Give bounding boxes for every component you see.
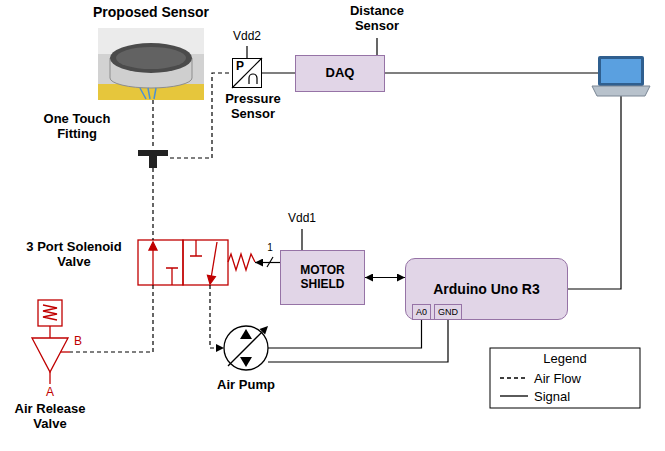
sensor-photo-art xyxy=(98,28,204,100)
motor-shield: MOTOR SHIELD xyxy=(280,250,365,305)
node-text: Arduino Uno R3 xyxy=(433,281,540,297)
legend-item: Signal xyxy=(500,388,570,404)
legend-title: Legend xyxy=(490,352,640,367)
air-flow-line xyxy=(152,168,153,240)
daq-laptop-wire xyxy=(385,72,598,73)
release-stem xyxy=(49,326,50,338)
pump-triangle xyxy=(240,357,252,367)
sensor-name: Distance Sensor xyxy=(335,4,419,34)
laptop-base xyxy=(592,86,650,96)
sensor-photo: Proposed Sensor xyxy=(98,28,204,100)
release-spring-box xyxy=(38,300,62,326)
laptop-screen xyxy=(601,59,641,83)
valve-envelope xyxy=(138,240,183,285)
air-pump-symbol xyxy=(224,326,268,370)
signal-line xyxy=(255,262,280,263)
node-text: A0 xyxy=(416,307,427,317)
air-flow-line xyxy=(170,73,232,158)
sensor-diagonal xyxy=(232,58,262,88)
sensor-top xyxy=(110,43,192,73)
air-release-valve: Air Release Valve xyxy=(30,300,70,384)
node-label: Proposed Sensor xyxy=(78,4,224,20)
supply-voltage: Vdd2 xyxy=(227,30,267,44)
signal-line xyxy=(268,320,422,348)
pin-box: GND xyxy=(434,304,462,320)
arduino-board: Arduino Uno R3 A0 GND xyxy=(405,258,568,320)
signal-line xyxy=(365,277,405,278)
release-body xyxy=(32,338,68,372)
connectors xyxy=(70,73,448,362)
laptop-arduino-wire xyxy=(568,96,621,289)
air-flow-line xyxy=(210,285,224,348)
pump-triangle xyxy=(240,329,252,339)
port-letter: A xyxy=(44,386,56,400)
daq-box: DAQ xyxy=(295,55,385,92)
valve-arrowhead xyxy=(208,275,216,284)
pressure-sensor: PPressure Sensor xyxy=(232,58,262,88)
valve-blocked-port xyxy=(190,240,202,256)
legend-line xyxy=(500,395,528,396)
sensor-cables xyxy=(140,88,156,99)
node-label: Air Pump xyxy=(206,378,286,393)
wire-count: 1 xyxy=(263,242,277,254)
valve-spring xyxy=(228,254,255,270)
vdd1-wire xyxy=(301,229,302,250)
legend-sample xyxy=(500,373,528,383)
legend-text: Signal xyxy=(534,389,570,404)
release-port-a xyxy=(49,372,50,384)
air-flow-line xyxy=(70,285,153,352)
node-text: GND xyxy=(438,307,458,317)
legend-text: Air Flow xyxy=(534,371,581,386)
laptop-icon xyxy=(592,56,650,96)
photo-ground xyxy=(98,28,204,100)
pin-box: A0 xyxy=(412,304,431,320)
node-label: Pressure Sensor xyxy=(215,92,291,122)
valve-envelope xyxy=(183,240,228,285)
one-touch-fitting: One Touch Fitting xyxy=(136,148,170,168)
legend-sample xyxy=(500,391,528,401)
valve-arrowhead xyxy=(149,242,157,250)
node-text: DAQ xyxy=(326,66,355,81)
pump-body xyxy=(224,326,268,370)
pump-arrowhead xyxy=(260,326,269,335)
air-flow-line xyxy=(152,100,153,148)
signal-line xyxy=(268,320,448,362)
node-text: P xyxy=(236,60,244,74)
legend-line xyxy=(500,377,528,378)
node-label: 3 Port Solenoid Valve xyxy=(18,240,130,270)
legend-box xyxy=(490,348,640,408)
valve-flow-arrow xyxy=(211,242,217,276)
node-label: Air Release Valve xyxy=(5,402,95,432)
air-pump: Air Pump xyxy=(224,326,268,370)
supply-voltage: Vdd1 xyxy=(282,212,322,226)
node-label: One Touch Fitting xyxy=(24,112,130,142)
fitting-symbol xyxy=(138,150,168,168)
pressure-sensor-symbol xyxy=(232,58,262,88)
laptop-lid xyxy=(598,56,644,86)
valve-blocked-port xyxy=(166,268,178,285)
vdd2-wire xyxy=(246,46,247,58)
distance-wire xyxy=(376,38,377,55)
fitting-stem xyxy=(149,150,157,168)
signal-line xyxy=(262,72,295,73)
valve-flow-arrow xyxy=(152,248,153,285)
solenoid-valve: 3 Port Solenoid Valve xyxy=(138,240,255,285)
port-letter: B xyxy=(72,335,84,349)
node-text: MOTOR SHIELD xyxy=(288,264,358,292)
sensor-arch xyxy=(249,74,257,84)
release-valve-symbol xyxy=(32,300,70,384)
release-spring xyxy=(43,305,57,320)
sensor-mesh xyxy=(116,47,186,69)
pump-variable-arrow xyxy=(228,332,262,366)
release-port-b xyxy=(61,351,70,352)
solenoid-valve-symbol xyxy=(138,240,255,285)
legend-item: Air Flow xyxy=(500,370,581,386)
